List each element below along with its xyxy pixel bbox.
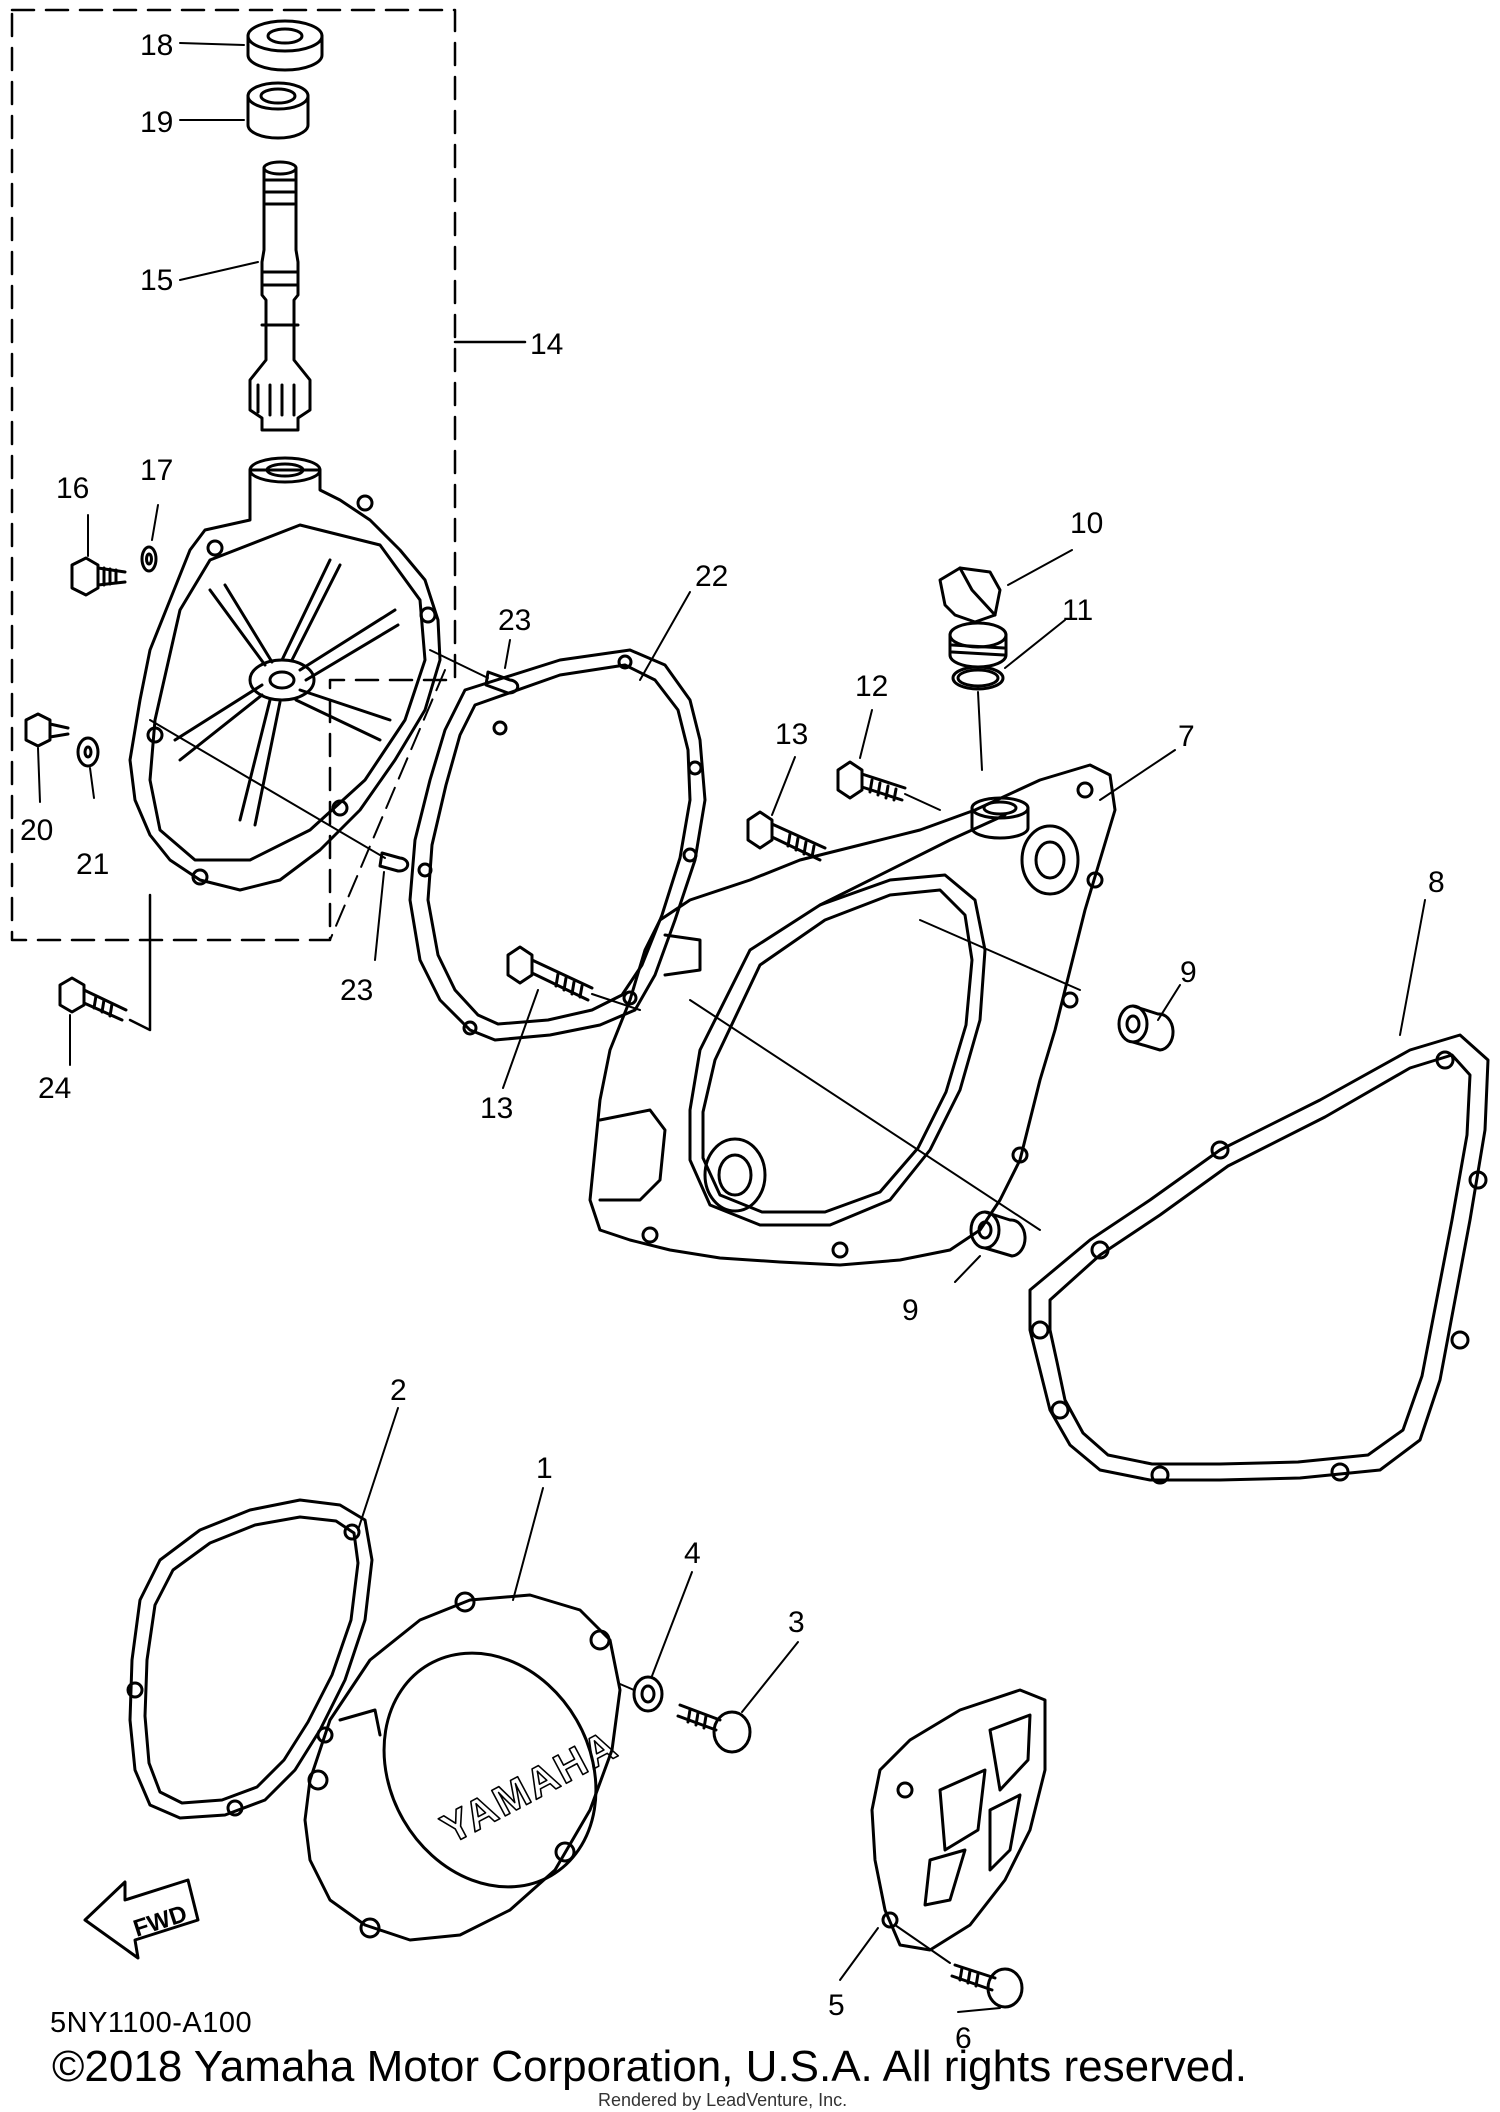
oil-filler-plug-10 — [938, 566, 1008, 669]
callout-18: 18 — [140, 29, 173, 62]
callout-8: 8 — [1428, 866, 1445, 899]
o-ring-11 — [951, 665, 1005, 691]
collar-9-upper — [1117, 1004, 1175, 1052]
gasket-22 — [408, 648, 707, 1042]
callout-9-lower: 9 — [902, 1294, 919, 1327]
callout-labels: 18 19 15 14 16 17 20 21 22 23 23 24 10 1… — [20, 29, 1445, 2055]
bolt-24 — [58, 893, 152, 1032]
callout-16: 16 — [56, 472, 89, 505]
kit-box-14 — [10, 8, 527, 942]
callout-5: 5 — [828, 1989, 845, 2022]
callout-13-upper: 13 — [775, 718, 808, 751]
callout-9-upper: 9 — [1180, 956, 1197, 989]
callout-10: 10 — [1070, 507, 1103, 540]
fwd-arrow-icon — [83, 1878, 200, 1960]
callout-11: 11 — [1062, 594, 1093, 627]
gasket-2 — [126, 1498, 374, 1820]
bolt-3 — [619, 1683, 752, 1754]
callout-1: 1 — [536, 1452, 553, 1485]
bolt-13-lower — [506, 945, 641, 1011]
callout-15: 15 — [140, 264, 173, 297]
water-pump-cover — [128, 456, 442, 892]
impeller-shaft-15 — [248, 160, 312, 432]
washer-21 — [76, 736, 100, 768]
guard-5 — [870, 1688, 1047, 1952]
callout-3: 3 — [788, 1606, 805, 1639]
callout-19: 19 — [140, 106, 173, 139]
callout-4: 4 — [684, 1537, 701, 1570]
callout-24: 24 — [38, 1072, 71, 1105]
callout-22: 22 — [695, 560, 728, 593]
gasket-8 — [1028, 1033, 1490, 1485]
bolt-13-upper — [746, 810, 827, 862]
bolt-12 — [836, 760, 941, 811]
diagram-code: 5NY1100-A100 — [50, 2007, 253, 2039]
leader-lines — [37, 42, 1426, 2013]
callout-23-upper: 23 — [498, 604, 531, 637]
callout-2: 2 — [390, 1374, 407, 1407]
crankcase-cover-7 — [588, 763, 1117, 1267]
callout-12: 12 — [855, 670, 888, 703]
callout-20: 20 — [20, 814, 53, 847]
dowel-pin-23-lower — [378, 851, 410, 873]
fwd-label: FWD — [130, 1900, 190, 1943]
callout-14: 14 — [530, 328, 563, 361]
callout-13-lower: 13 — [480, 1092, 513, 1125]
rendered-by-credit: Rendered by LeadVenture, Inc. — [598, 2090, 848, 2110]
callout-21: 21 — [76, 848, 109, 881]
bearing-19 — [246, 81, 310, 140]
callout-23-lower: 23 — [340, 974, 373, 1007]
bolt-20 — [24, 712, 70, 748]
callout-17: 17 — [140, 454, 173, 487]
callout-7: 7 — [1178, 720, 1195, 753]
oil-seal-18 — [246, 19, 324, 72]
callout-6: 6 — [955, 2022, 972, 2055]
bolt-6 — [894, 1924, 1024, 2009]
bolt-16 — [70, 556, 127, 597]
washer-17 — [140, 545, 158, 573]
clutch-cover-1 — [303, 1591, 622, 1942]
copyright-notice: ©2018 Yamaha Motor Corporation, U.S.A. A… — [52, 2042, 1247, 2091]
collar-9-lower — [969, 1210, 1027, 1258]
washer-4 — [632, 1675, 664, 1713]
